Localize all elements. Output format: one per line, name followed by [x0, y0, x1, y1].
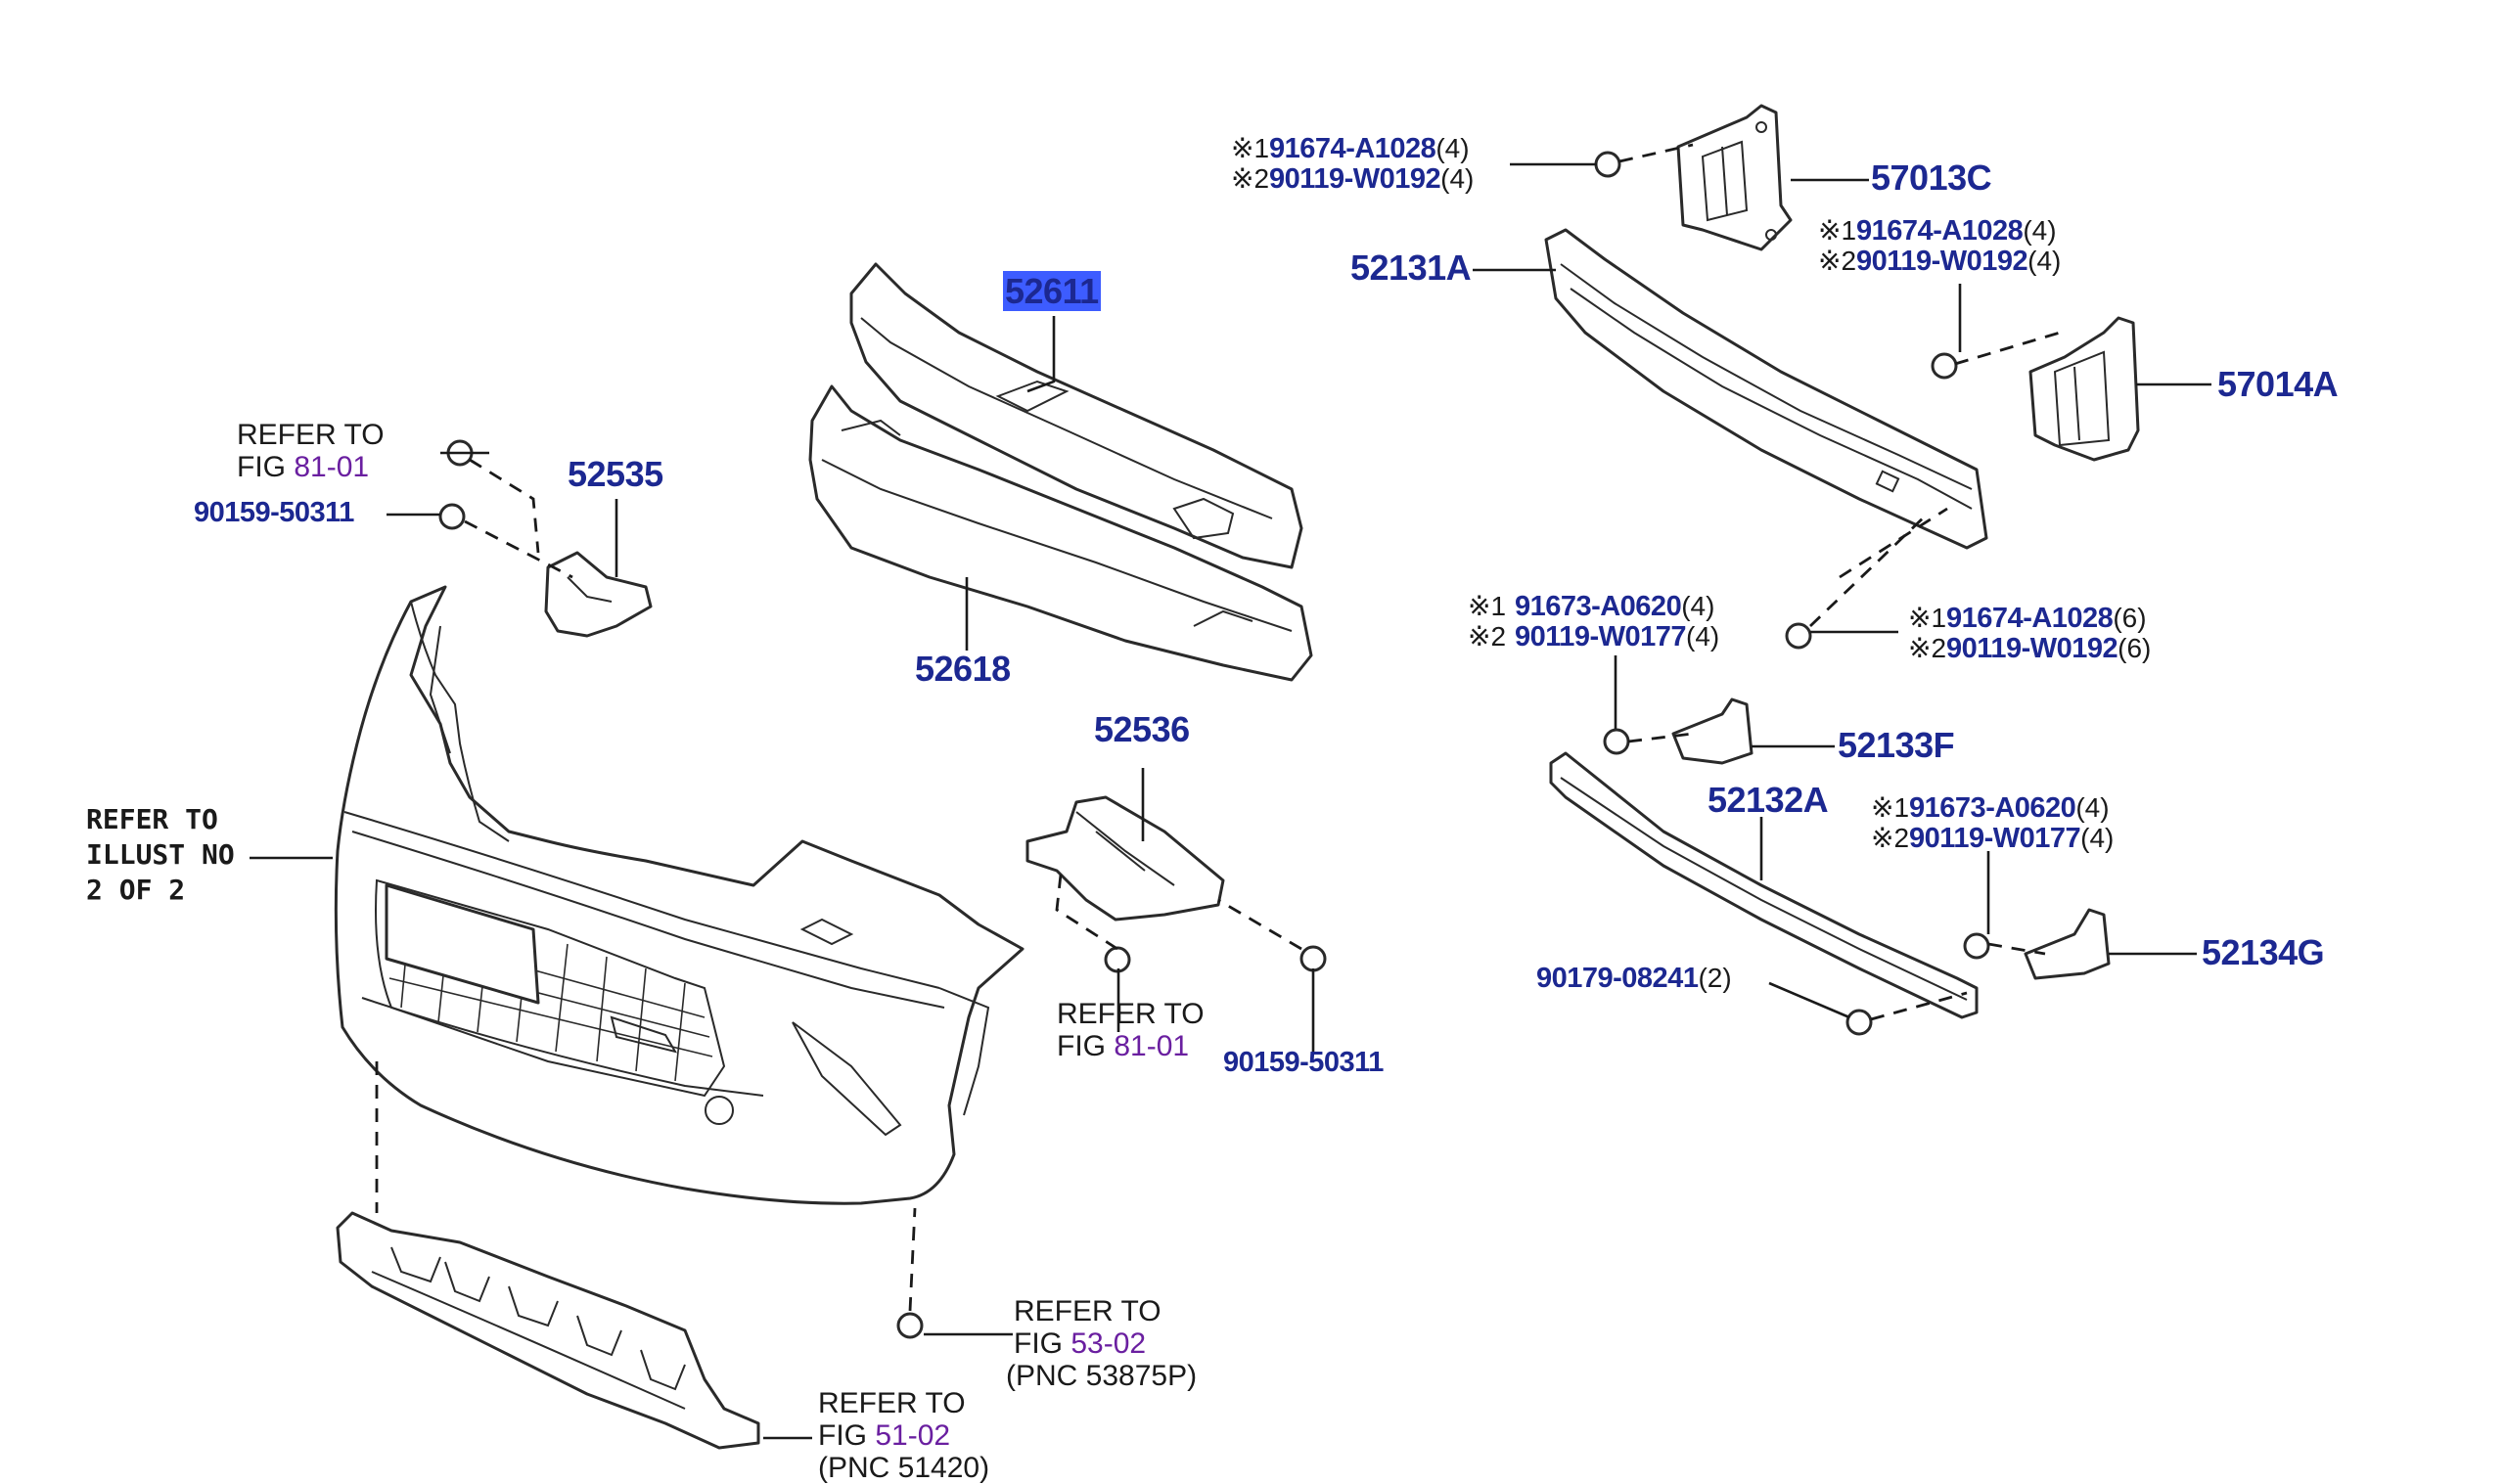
part-label-52131a[interactable]: 52131A	[1350, 247, 1472, 288]
callout-bolt-right: ※191674-A1028(4) ※290119-W0192(4)	[1818, 215, 2062, 277]
callout-bolt-mid-right: ※191674-A1028(6) ※290119-W0192(6)	[1908, 603, 2152, 664]
callout-bolt-lower: ※191673-A0620(4) ※290119-W0177(4)	[1871, 792, 2115, 854]
clip-label-left[interactable]: 90159-50311	[194, 497, 354, 528]
part-label-52536[interactable]: 52536	[1094, 709, 1190, 749]
callout-bolt-mid-left: ※1 91673-A0620(4) ※2 90119-W0177(4)	[1468, 591, 1720, 652]
ref-fig-81-01-left: REFER TO FIG 81-01	[237, 419, 385, 483]
part-label-52132a[interactable]: 52132A	[1708, 780, 1829, 820]
bracket-52535	[544, 551, 653, 638]
leader-lines	[250, 162, 2211, 1440]
ref-fig-51-02: REFER TO FIG 51-02 (PNC 51420)	[818, 1387, 990, 1484]
bracket-57014a	[2028, 316, 2140, 462]
callout-bolt-top: ※191674-A1028(4) ※290119-W0192(4)	[1231, 133, 1475, 195]
assembly-lines	[375, 143, 2061, 1312]
part-label-52134g[interactable]: 52134G	[2202, 932, 2325, 972]
part-label-52611[interactable]: 52611	[1003, 271, 1101, 311]
part-label-57014a[interactable]: 57014A	[2217, 364, 2339, 404]
callout-nut-lower: 90179-08241(2)	[1536, 963, 1732, 994]
part-label-52618[interactable]: 52618	[915, 649, 1011, 689]
absorber-52611	[849, 262, 1303, 569]
bracket-52536	[1025, 795, 1225, 922]
part-label-52535[interactable]: 52535	[568, 454, 663, 494]
part-label-57013c[interactable]: 57013C	[1871, 157, 1992, 198]
absorber-52618	[808, 384, 1313, 682]
lower-reinforcement-52132a	[1549, 751, 1979, 1019]
under-cover	[336, 1211, 760, 1450]
reinforcement-52131a	[1544, 228, 1988, 550]
ref-fig-81-01-mid: REFER TO FIG 81-01	[1057, 998, 1205, 1062]
bracket-52133f	[1671, 697, 1754, 765]
bracket-57013c	[1676, 104, 1793, 251]
bumper-cover	[334, 585, 1025, 1205]
part-label-52133f[interactable]: 52133F	[1838, 725, 1955, 765]
ref-illust-2-of-2: REFER TO ILLUST NO 2 OF 2	[86, 803, 235, 906]
bracket-52134g	[2024, 908, 2111, 980]
clip-label-right[interactable]: 90159-50311	[1223, 1047, 1384, 1078]
ref-fig-53-02: REFER TO FIG 53-02 (PNC 53875P)	[1006, 1295, 1198, 1392]
